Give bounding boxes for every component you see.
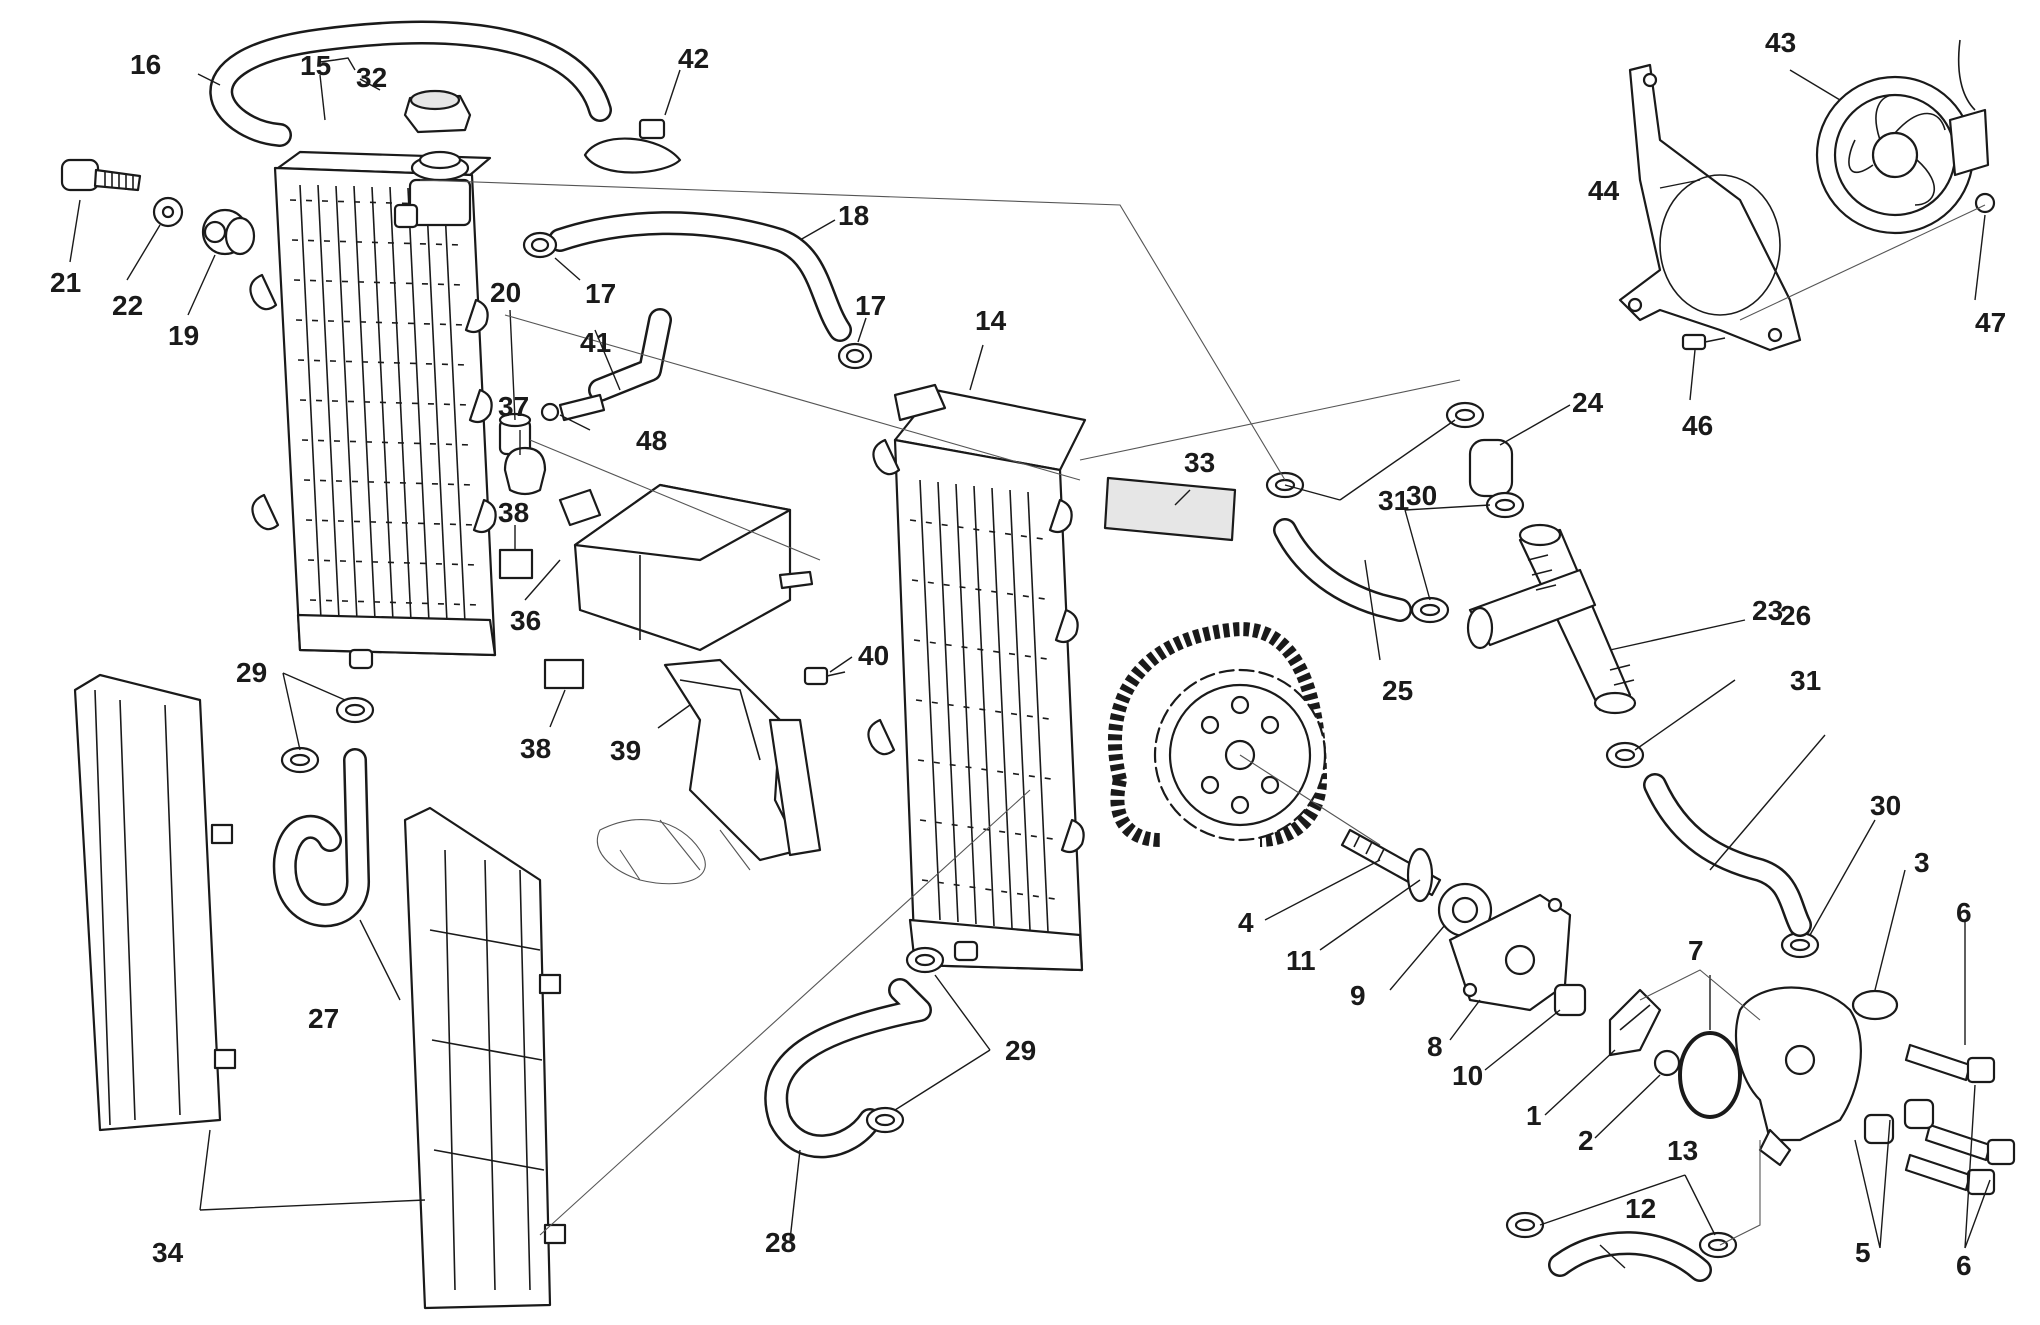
left-radiator <box>249 150 497 670</box>
callout-40: 40 <box>858 640 889 671</box>
callout-4: 4 <box>1238 907 1254 938</box>
callout-2: 2 <box>1578 1125 1594 1156</box>
upper-right-hose <box>1273 518 1412 622</box>
foam-pad <box>1103 476 1237 542</box>
overflow-hose <box>209 20 612 147</box>
callout-29: 29 <box>236 657 267 688</box>
callout-23: 23 <box>1752 595 1783 626</box>
callout-17: 17 <box>585 278 616 309</box>
callout-labels: 1 2 3 4 5 6 6 7 8 9 10 11 12 13 14 15 16… <box>50 27 2006 1281</box>
right-radiator <box>867 383 1087 972</box>
pump-shaft <box>1340 828 1442 903</box>
hose-clamp <box>1505 1211 1738 1259</box>
callout-34: 34 <box>152 1237 184 1268</box>
leader-lines <box>69 57 1991 1269</box>
short-hose <box>1468 438 1514 498</box>
callout-30: 30 <box>1870 790 1901 821</box>
hose-fitting <box>540 393 606 422</box>
callout-29: 29 <box>1005 1035 1036 1066</box>
fan-screw <box>1681 333 1726 351</box>
radiator-guard-right <box>403 806 567 1310</box>
callout-43: 43 <box>1765 27 1796 58</box>
callout-12: 12 <box>1625 1193 1656 1224</box>
bypass-hose <box>1548 1231 1712 1282</box>
callout-28: 28 <box>765 1227 796 1258</box>
callout-39: 39 <box>610 735 641 766</box>
washer-hole <box>161 205 175 219</box>
hose-clamp <box>522 231 873 370</box>
callout-13: 13 <box>1667 1135 1698 1166</box>
callout-17: 17 <box>855 290 886 321</box>
hose-clamp <box>280 696 375 774</box>
lower-left-hose <box>272 748 370 928</box>
callout-14: 14 <box>975 305 1007 336</box>
callout-27: 27 <box>308 1003 339 1034</box>
callout-1: 1 <box>1526 1100 1542 1131</box>
callout-21: 21 <box>50 267 81 298</box>
hose-clamp <box>865 946 945 1134</box>
impeller-nut <box>1653 1049 1681 1077</box>
callout-47: 47 <box>1975 307 2006 338</box>
callout-24: 24 <box>1572 387 1604 418</box>
hose-clip <box>583 118 682 174</box>
callout-38: 38 <box>520 733 551 764</box>
callout-6: 6 <box>1956 1250 1972 1281</box>
radiator-guard-left <box>73 673 237 1132</box>
radiator-link-hose <box>548 211 852 342</box>
fan-bracket <box>1618 63 1802 352</box>
callout-32: 32 <box>356 62 387 93</box>
drive-chain <box>1108 622 1328 847</box>
callout-6: 6 <box>1956 897 1972 928</box>
rubber-grommet <box>201 208 256 256</box>
callout-42: 42 <box>678 43 709 74</box>
callout-19: 19 <box>168 320 199 351</box>
callout-31: 31 <box>1378 485 1409 516</box>
callout-7: 7 <box>1688 935 1704 966</box>
callout-31: 31 <box>1790 665 1821 696</box>
callout-3: 3 <box>1914 847 1930 878</box>
callout-25: 25 <box>1382 675 1413 706</box>
fan-nut <box>1974 192 1996 214</box>
pump-housing <box>1734 986 1899 1167</box>
spacer-bushings <box>1863 1098 1935 1145</box>
radiator-cap <box>403 89 472 134</box>
callout-22: 22 <box>112 290 143 321</box>
impeller <box>1608 988 1662 1057</box>
o-ring <box>1678 1031 1742 1119</box>
tank-bracket <box>596 658 822 885</box>
screw <box>803 666 846 686</box>
callout-41: 41 <box>580 327 611 358</box>
callout-26: 26 <box>1780 600 1811 631</box>
pump-seal <box>1553 983 1587 1017</box>
callout-10: 10 <box>1452 1060 1483 1091</box>
callout-48: 48 <box>636 425 667 456</box>
lower-main-hose <box>764 978 932 1159</box>
callout-9: 9 <box>1350 980 1366 1011</box>
bolt <box>60 158 142 192</box>
callout-16: 16 <box>130 49 161 80</box>
callout-44: 44 <box>1588 175 1620 206</box>
cooling-fan <box>1815 39 1990 235</box>
bearing <box>1437 882 1493 938</box>
callout-30: 30 <box>1406 480 1437 511</box>
callout-8: 8 <box>1427 1031 1443 1062</box>
pump-inlet-hose <box>1643 773 1812 937</box>
callout-5: 5 <box>1855 1237 1871 1268</box>
expansion-tank <box>498 446 814 690</box>
callout-18: 18 <box>838 200 869 231</box>
callout-37: 37 <box>498 391 529 422</box>
callout-38: 38 <box>498 497 529 528</box>
callout-20: 20 <box>490 277 521 308</box>
callout-15: 15 <box>300 50 331 81</box>
callout-46: 46 <box>1682 410 1713 441</box>
callout-11: 11 <box>1286 945 1316 976</box>
y-pipe <box>1466 523 1637 715</box>
callout-33: 33 <box>1184 447 1215 478</box>
callout-36: 36 <box>510 605 541 636</box>
